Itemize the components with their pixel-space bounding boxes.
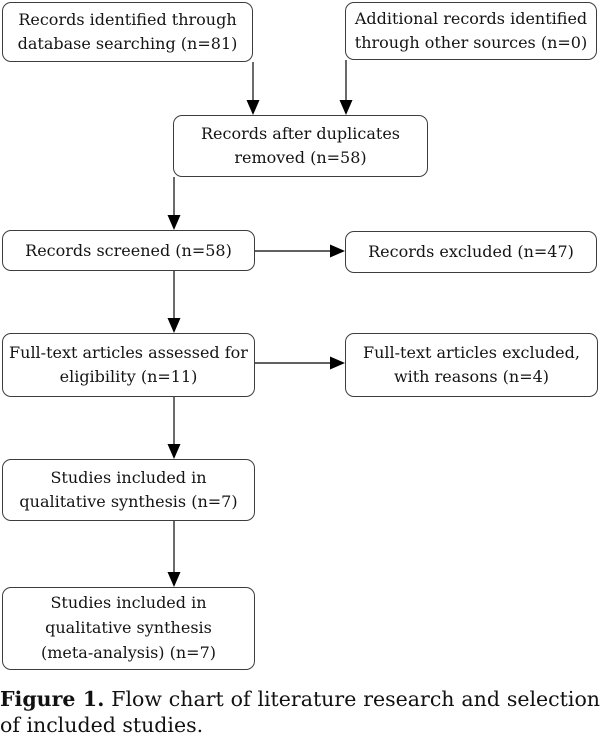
box-fulltext-excluded: Full-text articles excluded, with reason…: [345, 333, 598, 397]
box-fulltext-assessed: Full-text articles assessed for eligibil…: [2, 333, 255, 397]
arrowhead-identified-to-duplicates: [246, 100, 260, 115]
figure-caption-line2: of included studies.: [0, 713, 204, 734]
arrowhead-fulltext-to-qualitative: [167, 444, 181, 459]
box-meta-analysis: Studies included in qualitative synthesi…: [2, 587, 255, 670]
figure-caption-line1: Figure 1. Flow chart of literature resea…: [0, 686, 600, 712]
box-qualitative-synthesis: Studies included in qualitative synthesi…: [2, 459, 255, 521]
box-records-screened: Records screened (n=58): [2, 230, 255, 271]
box-additional-records: Additional records identified through ot…: [345, 2, 597, 60]
arrowhead-qualitative-to-meta: [167, 572, 181, 587]
box-duplicates-removed: Records after duplicates removed (n=58): [173, 115, 428, 177]
arrowhead-duplicates-to-screened: [167, 215, 181, 230]
box-records-identified: Records identified through database sear…: [2, 2, 253, 62]
figure-caption-text: Flow chart of literature research and se…: [111, 687, 600, 711]
arrowhead-screened-to-excluded: [330, 244, 345, 258]
arrowhead-screened-to-fulltext: [167, 318, 181, 333]
box-records-excluded: Records excluded (n=47): [345, 231, 597, 273]
figure-caption: Figure 1. Flow chart of literature resea…: [0, 686, 600, 734]
figure-caption-label: Figure 1.: [0, 687, 105, 711]
arrowhead-fulltext-to-ftexcluded: [330, 356, 345, 370]
arrowhead-additional-to-duplicates: [339, 100, 353, 115]
